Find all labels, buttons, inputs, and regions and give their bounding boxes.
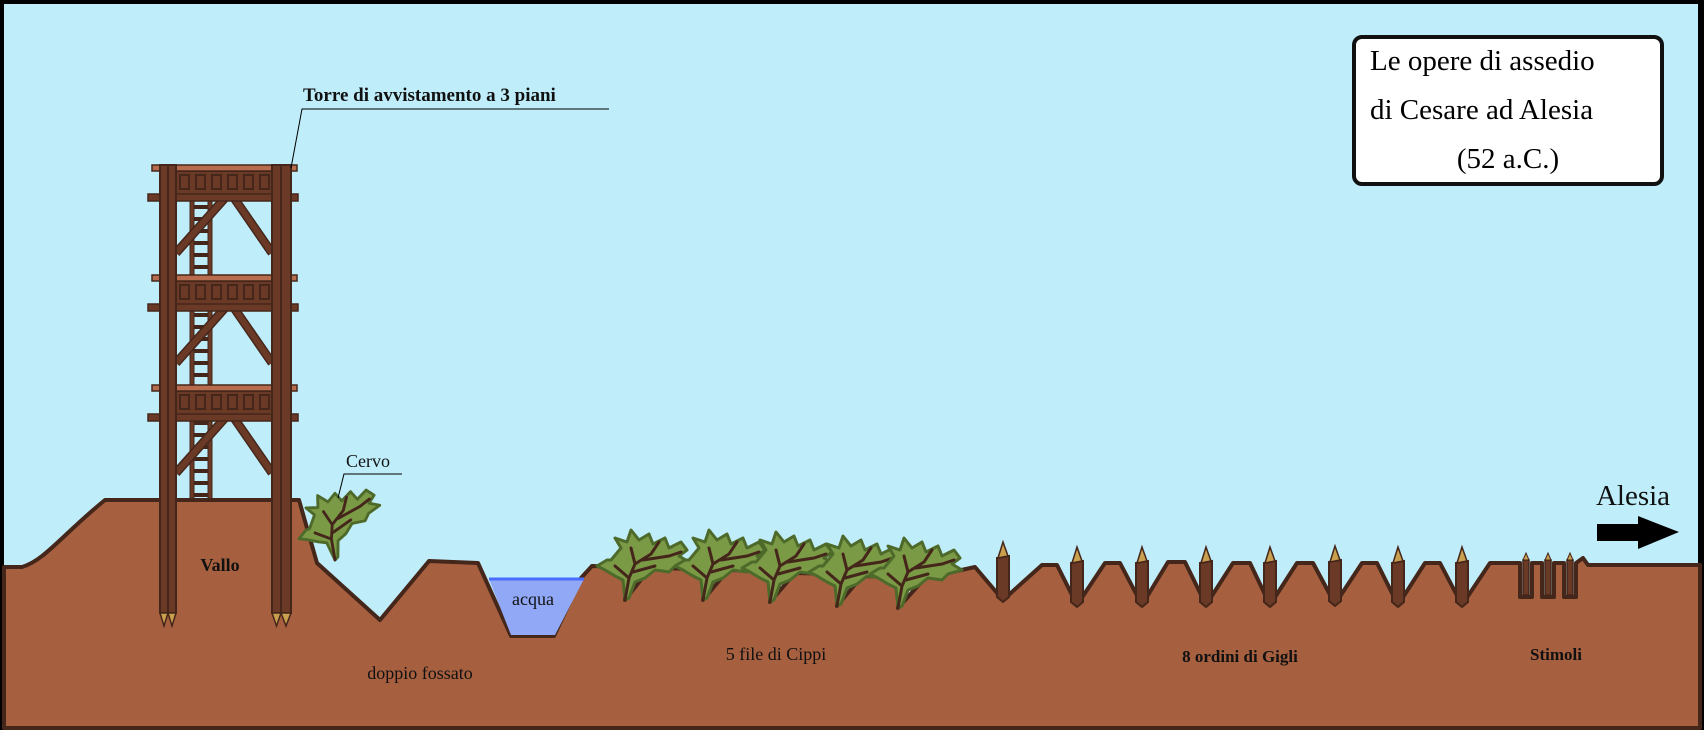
cervo-label: Cervo	[346, 451, 390, 471]
watchtower	[147, 164, 299, 501]
alesia-label: Alesia	[1596, 480, 1670, 512]
tower-post	[271, 164, 282, 614]
tower-post	[167, 164, 177, 614]
stimolo-stake	[1566, 559, 1574, 596]
stimolo-tip	[1522, 551, 1530, 561]
title-line-1: Le opere di assedio	[1370, 45, 1595, 77]
ladder-rung	[194, 253, 208, 257]
railing-panel	[195, 394, 206, 410]
tower-posts	[158, 164, 293, 629]
ladder-rung	[194, 373, 208, 377]
giglio-tip	[1391, 544, 1404, 564]
ladder-rung	[194, 313, 208, 317]
railing-panel	[227, 174, 238, 190]
giglio-tip	[1199, 544, 1212, 564]
ladder-rung	[194, 433, 208, 437]
giglio-stake	[1135, 559, 1149, 609]
giglio-tip	[1070, 544, 1083, 564]
cervo-leader-line	[337, 473, 402, 499]
railing-panel	[243, 394, 254, 410]
post-tip	[166, 612, 178, 629]
stimolo-tip	[1566, 551, 1574, 561]
platform-crossbeam	[147, 193, 299, 202]
stimoli-label: Stimoli	[1530, 645, 1582, 664]
railing-panel	[195, 174, 206, 190]
tower-brace	[231, 416, 275, 475]
giglio-tip	[1328, 543, 1341, 563]
giglio-stake	[1199, 559, 1213, 609]
ladder-rung	[194, 481, 208, 485]
stimolo-stake	[1522, 559, 1530, 596]
railing-panel	[211, 174, 222, 190]
tower-label: Torre di avvistamento a 3 piani	[303, 85, 556, 106]
giglio-stake	[1328, 558, 1342, 608]
railing-panel	[243, 284, 254, 300]
platform-plank	[151, 384, 298, 392]
ladder-rung	[194, 361, 208, 365]
tower-post	[159, 164, 169, 614]
ladder-rung	[194, 457, 208, 461]
platform-plank	[151, 274, 298, 282]
title-box: Le opere di assedio di Cesare ad Alesia …	[1352, 35, 1664, 186]
railing-panel	[259, 284, 270, 300]
ladder-rung	[194, 493, 208, 497]
ladder-rung	[194, 205, 208, 209]
vallo-label: Vallo	[200, 555, 239, 575]
tower-leader-line	[290, 108, 609, 169]
giglio-stake	[1455, 559, 1469, 609]
giglio-stake	[1263, 559, 1277, 609]
railing-panel	[227, 284, 238, 300]
platform-crossbeam	[147, 303, 299, 312]
gigli-stakes	[996, 539, 1574, 609]
ladder-rail	[207, 194, 213, 501]
ladder-rung	[194, 421, 208, 425]
tower-brace	[173, 196, 228, 255]
fossato-label: doppio fossato	[367, 663, 473, 683]
ladder-rung	[194, 469, 208, 473]
cippi-label: 5 file di Cippi	[726, 644, 827, 664]
tower-brace	[173, 306, 228, 365]
arrow-right-icon	[1597, 516, 1679, 549]
stimolo-tip	[1544, 551, 1552, 561]
railing-panel	[259, 394, 270, 410]
railing-panel	[179, 284, 190, 300]
tower-brace	[173, 416, 228, 475]
railing-panel	[227, 394, 238, 410]
ladder-rung	[194, 241, 208, 245]
ladder-rung	[194, 265, 208, 269]
post-tip	[158, 612, 170, 629]
giglio-stake	[1070, 559, 1084, 609]
post-tip	[270, 612, 283, 629]
platform-plank	[151, 164, 298, 172]
giglio-tip	[1455, 544, 1468, 564]
title-line-3: (52 a.C.)	[1457, 143, 1559, 175]
stimolo-stake	[1544, 559, 1552, 596]
post-tip	[279, 612, 293, 629]
giglio-stake	[1391, 559, 1405, 609]
tower-post	[280, 164, 292, 614]
railing-panel	[243, 174, 254, 190]
acqua-label: acqua	[512, 589, 554, 609]
ladder-rung	[194, 325, 208, 329]
title-line-2: di Cesare ad Alesia	[1370, 94, 1593, 126]
railing-panel	[179, 394, 190, 410]
ladder-rung	[194, 349, 208, 353]
railing-panel	[259, 174, 270, 190]
water	[489, 579, 584, 635]
railing-panel	[211, 394, 222, 410]
giglio-stake	[996, 554, 1010, 604]
railing-panel	[211, 284, 222, 300]
tower-brace	[231, 306, 275, 365]
gigli-label: 8 ordini di Gigli	[1182, 647, 1298, 666]
railing-panel	[195, 284, 206, 300]
platform-crossbeam	[147, 413, 299, 422]
giglio-tip	[1135, 544, 1148, 564]
railing-panel	[179, 174, 190, 190]
giglio-tip	[1263, 544, 1276, 564]
giglio-tip	[996, 539, 1009, 559]
tower-brace	[231, 196, 275, 255]
